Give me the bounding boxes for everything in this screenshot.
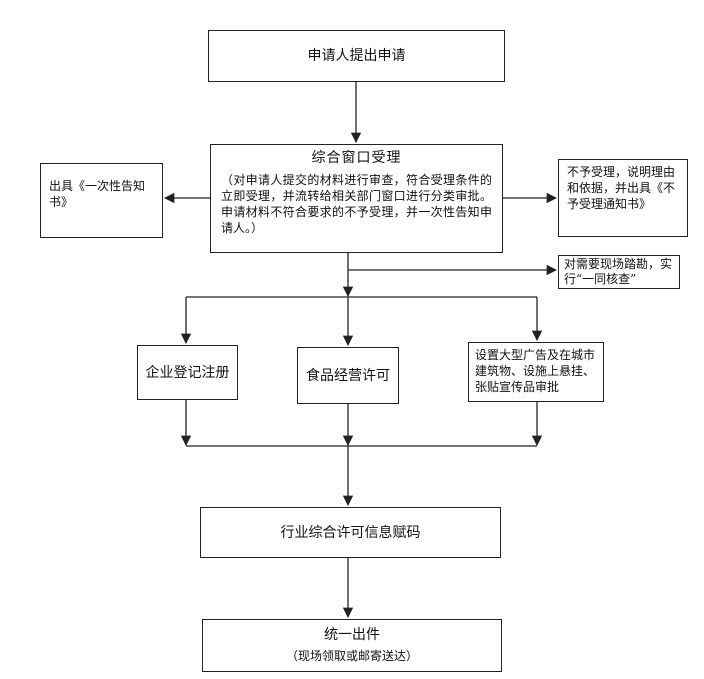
node-apply: 申请人提出申请	[208, 30, 505, 82]
node-enterprise: 企业登记注册	[137, 345, 238, 400]
node-ads-text: 设置大型广告及在城市建筑物、设施上悬挂、张贴宣传品审批	[475, 348, 596, 394]
node-code: 行业综合许可信息赋码	[200, 507, 501, 558]
node-window: 综合窗口受理 （对申请人提交的材料进行审查，符合受理条件的立即受理，并流转给相关…	[210, 144, 503, 253]
node-notice-once: 出具《一次性告知书》	[40, 163, 163, 238]
node-food-text: 食品经营许可	[306, 367, 390, 384]
node-reject-text: 不予受理，说明理由和依据，并出具《不予受理通知书》	[567, 165, 676, 211]
node-code-text: 行业综合许可信息赋码	[280, 524, 421, 541]
node-onsite-text: 对需要现场踏勘，实行“一同核查”	[564, 257, 673, 286]
node-food: 食品经营许可	[297, 347, 399, 404]
node-reject: 不予受理，说明理由和依据，并出具《不予受理通知书》	[558, 159, 688, 237]
node-notice-once-text: 出具《一次性告知书》	[49, 179, 146, 209]
node-issue-sub: （现场领取或邮寄送达）	[285, 649, 418, 663]
node-window-title: 综合窗口受理	[311, 150, 402, 166]
node-issue: 统一出件 （现场领取或邮寄送达）	[202, 619, 502, 672]
node-enterprise-text: 企业登记注册	[145, 364, 230, 381]
node-window-desc: （对申请人提交的材料进行审查，符合受理条件的立即受理，并流转给相关部门窗口进行分…	[221, 173, 492, 235]
node-ads: 设置大型广告及在城市建筑物、设施上悬挂、张贴宣传品审批	[468, 342, 604, 402]
node-apply-text: 申请人提出申请	[307, 48, 406, 64]
node-onsite: 对需要现场踏勘，实行“一同核查”	[558, 255, 680, 289]
node-issue-title: 统一出件	[324, 627, 380, 643]
